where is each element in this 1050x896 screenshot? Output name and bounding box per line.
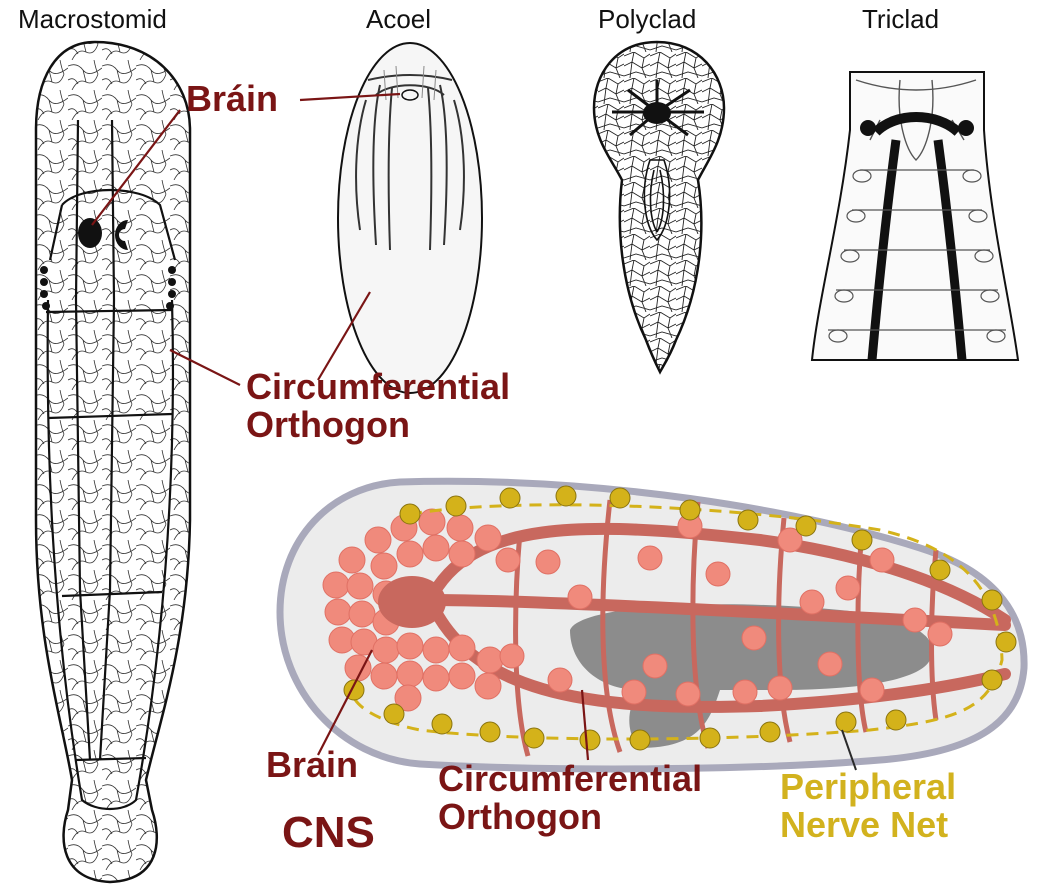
label-pnn-line1: Peripheral [780, 766, 957, 807]
triclad-body-outline [810, 71, 1020, 361]
label-pnn-line2: Nerve Net [780, 803, 949, 845]
brain-leader-schematic [317, 649, 373, 756]
cns-schematic [276, 477, 1028, 773]
label-cns: CNS [282, 808, 375, 857]
brain-leader-macrostomid [91, 109, 181, 226]
peripheral-nerve-net-line [351, 503, 1004, 741]
acoel-illustration [337, 42, 483, 394]
label-brain-top: Bráin [186, 78, 279, 119]
macrostomid-illustration [34, 40, 192, 884]
macrostomid-body-outline [34, 40, 192, 884]
title-macrostomid: Macrostomid [18, 4, 167, 34]
triclad-illustration [810, 71, 1020, 361]
polyclad-illustration [592, 40, 726, 375]
orthogon-leader-schematic [580, 689, 590, 761]
title-polyclad: Polyclad [598, 4, 697, 34]
orthogon-leader-acoel [317, 291, 371, 381]
label-orthogon-top-line2: Orthogon [246, 403, 410, 445]
label-orthogon-schematic: Circumferential Orthogon [438, 760, 702, 836]
label-peripheral-nerve-net: Peripheral Nerve Net [780, 768, 956, 844]
title-triclad: Triclad [862, 4, 940, 34]
label-orthogon-schematic-line2: Orthogon [438, 795, 602, 837]
pnn-leader-schematic [841, 729, 857, 771]
title-acoel: Acoel [366, 4, 432, 34]
label-orthogon-schematic-line1: Circumferential [438, 758, 703, 799]
brain-core [378, 576, 446, 628]
polyclad-body-outline [592, 40, 726, 375]
brain-leader-acoel [299, 92, 401, 102]
label-brain-schematic: Brain [266, 744, 359, 785]
label-orthogon-top-line1: Circumferential [246, 366, 511, 407]
gut [570, 604, 933, 748]
orthogon-leader-macrostomid [169, 349, 241, 386]
label-orthogon-top: Circumferential Orthogon [246, 368, 510, 444]
